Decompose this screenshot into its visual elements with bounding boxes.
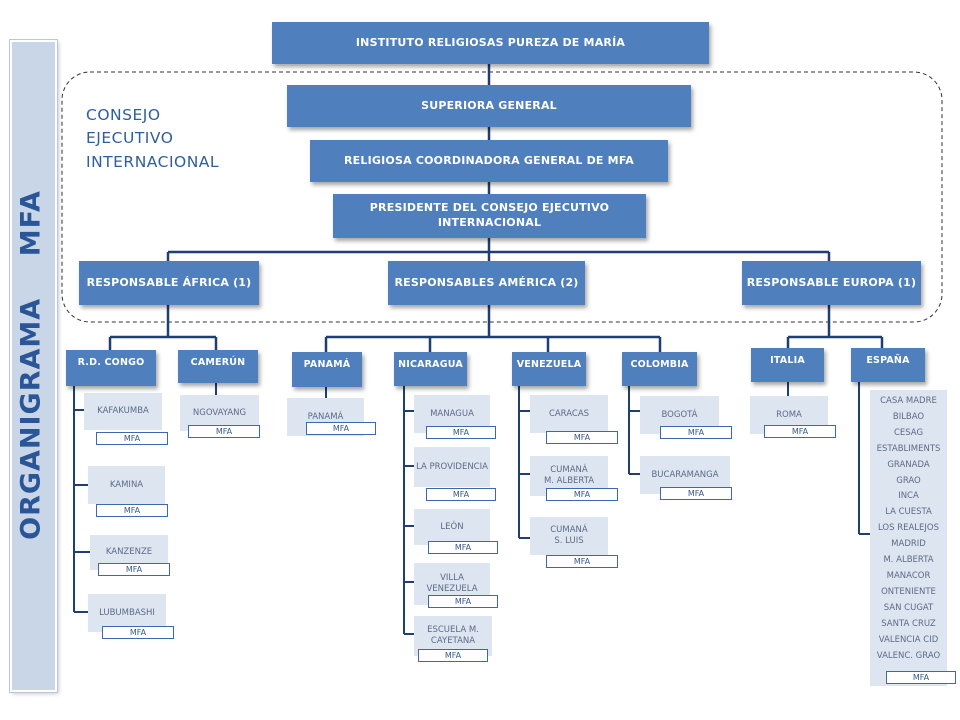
place-manacor: MANACOR: [886, 570, 931, 581]
mfa-badge: MFA: [418, 649, 488, 662]
place-granada: GRANADA: [887, 459, 930, 470]
espana-places-list: CASA MADRE BILBAO CESAG ESTABLIMENTS GRA…: [870, 390, 947, 686]
mfa-badge: MFA: [660, 426, 732, 439]
mfa-badge: MFA: [96, 432, 168, 445]
place-leon: LEÓN: [414, 509, 490, 545]
mfa-badge: MFA: [102, 626, 174, 639]
place-grao: GRAO: [896, 475, 921, 486]
coordinator-box: RELIGIOSA COORDINADORA GENERAL DE MFA: [310, 140, 668, 182]
place-santa-cruz: SANTA CRUZ: [881, 618, 936, 629]
country-venezuela: VENEZUELA: [512, 352, 586, 386]
mfa-badge: MFA: [98, 563, 170, 576]
place-casa-madre: CASA MADRE: [880, 396, 937, 406]
country-italia: ITALIA: [751, 348, 824, 382]
place-inca: INCA: [898, 491, 919, 502]
council-label-line-3: INTERNACIONAL: [86, 152, 220, 171]
mfa-badge: MFA: [546, 431, 618, 444]
president-box: PRESIDENTE DEL CONSEJO EJECUTIVO INTERNA…: [333, 194, 646, 238]
mfa-badge: MFA: [546, 488, 618, 501]
country-espana: ESPAÑA: [851, 348, 925, 382]
place-m-alberta: M. ALBERTA: [883, 555, 934, 566]
place-san-cugat: SAN CUGAT: [883, 602, 934, 613]
country-panama: PANAMÁ: [292, 352, 362, 387]
mfa-badge: MFA: [426, 426, 496, 439]
mfa-badge: MFA: [886, 671, 956, 684]
place-valenc-grao: VALENC. GRAO: [876, 650, 941, 661]
institute-box: INSTITUTO RELIGIOSAS PUREZA DE MARÍA: [272, 22, 709, 64]
mfa-badge: MFA: [96, 504, 168, 517]
region-america: RESPONSABLES AMÉRICA (2): [388, 261, 585, 305]
mfa-badge: MFA: [546, 555, 618, 568]
place-onteniente: ONTENIENTE: [881, 586, 936, 597]
mfa-badge: MFA: [428, 595, 498, 608]
place-kamina: KAMINA: [88, 466, 165, 504]
council-label-line-2: EJECUTIVO: [86, 129, 174, 148]
place-cesag: CESAG: [893, 427, 924, 438]
place-madrid: MADRID: [891, 539, 926, 550]
council-label: CONSEJO EJECUTIVO INTERNACIONAL: [86, 104, 219, 174]
place-valencia-cid: VALENCIA CID: [878, 634, 939, 645]
mfa-badge: MFA: [428, 541, 498, 554]
superior-box: SUPERIORA GENERAL: [287, 85, 691, 127]
place-la-providencia: LA PROVIDENCIA: [414, 447, 490, 487]
region-europa: RESPONSABLE EUROPA (1): [742, 261, 921, 305]
mfa-badge: MFA: [764, 425, 836, 438]
mfa-badge: MFA: [660, 487, 732, 500]
place-establiments: ESTABLIMENTS: [876, 443, 941, 454]
country-rd-congo: R.D. CONGO: [66, 350, 156, 386]
council-label-line-1: CONSEJO: [86, 106, 161, 124]
place-bilbao: BILBAO: [892, 411, 925, 422]
place-lubumbashi: LUBUMBASHI: [88, 594, 166, 632]
place-kafakumba: KAFAKUMBA: [84, 393, 162, 430]
mfa-badge: MFA: [188, 425, 260, 438]
place-caracas: CARACAS: [530, 395, 608, 433]
region-africa: RESPONSABLE ÁFRICA (1): [79, 261, 259, 305]
place-los-realejos: LOS REALEJOS: [877, 523, 939, 534]
country-camerun: CAMERÚN: [178, 350, 258, 383]
side-title-panel: [10, 40, 57, 692]
mfa-badge: MFA: [306, 422, 376, 435]
country-nicaragua: NICARAGUA: [394, 352, 467, 386]
place-cumana-luis: CUMANÁ S. LUIS: [530, 517, 608, 555]
country-colombia: COLOMBIA: [622, 352, 697, 386]
mfa-badge: MFA: [426, 488, 496, 501]
place-la-cuesta: LA CUESTA: [885, 507, 932, 518]
